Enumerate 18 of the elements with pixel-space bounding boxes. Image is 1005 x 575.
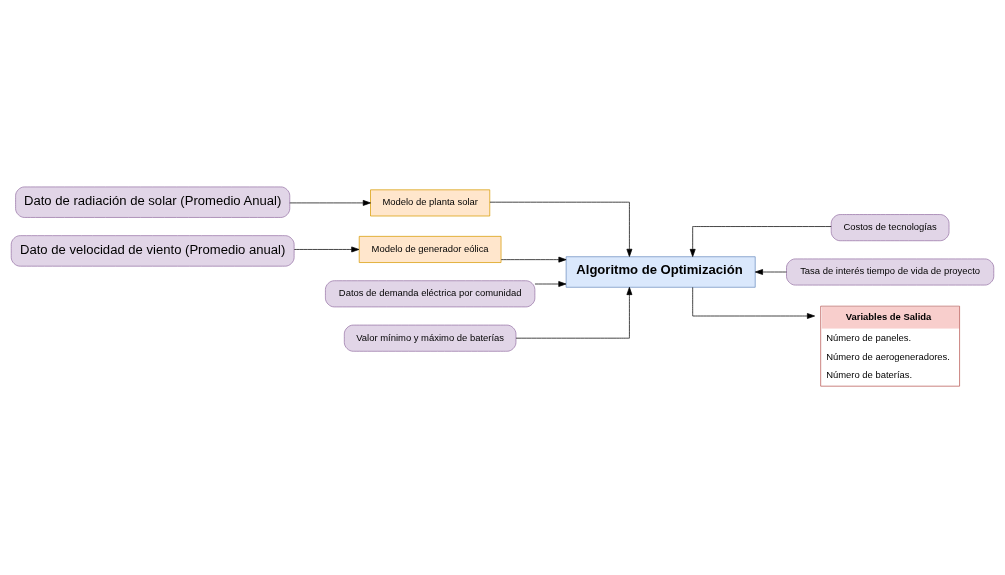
arrow <box>689 225 832 257</box>
arrow <box>489 201 633 257</box>
node-box: Modelo de planta solar <box>370 188 491 216</box>
node-box: Algoritmo de Optimización <box>565 255 756 288</box>
node-box: Valor mínimo y máximo de baterías <box>343 324 517 352</box>
node-box: Costos de tecnologías <box>830 213 950 241</box>
node-box: Tasa de interés tiempo de vida de proyecto <box>786 258 995 285</box>
arrow <box>500 256 567 263</box>
node-box: Modelo de generador eólica <box>358 235 502 263</box>
arrow <box>293 246 360 252</box>
arrow <box>754 268 787 275</box>
node-box: Dato de radiación de solar (Promedio Anual) <box>15 186 291 218</box>
node-box: Datos de demanda eléctrica por comunidad <box>325 279 536 307</box>
arrow <box>515 286 633 339</box>
arrow <box>534 280 567 287</box>
node-box: Dato de velocidad de viento (Promedio anual) <box>10 234 295 267</box>
arrow <box>692 286 815 319</box>
arrow <box>289 199 371 206</box>
